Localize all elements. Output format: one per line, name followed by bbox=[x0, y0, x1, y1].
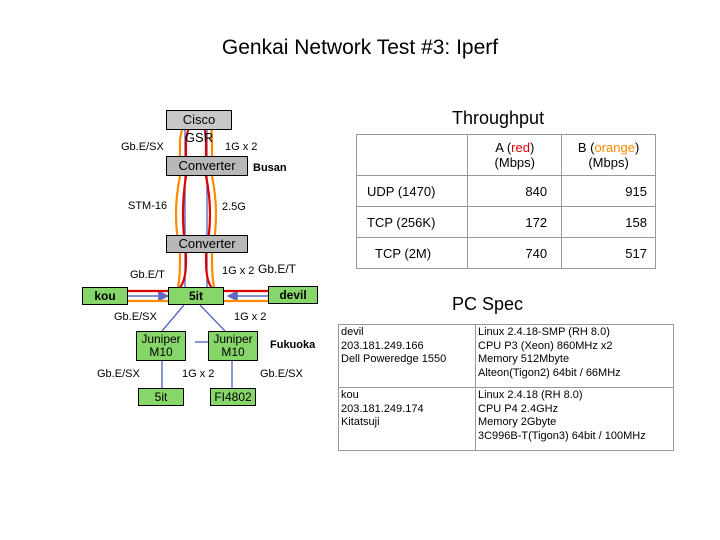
pc-spec-heading: PC Spec bbox=[452, 294, 524, 314]
fi4802-node: FI4802 bbox=[210, 388, 256, 406]
throughput-header-blank bbox=[355, 134, 469, 176]
gbesx-mid-label: Gb.E/SX bbox=[114, 311, 157, 323]
gbet-left-label: Gb.E/T bbox=[130, 269, 165, 281]
throughput-table: A (red) (Mbps) B (orange) (Mbps) UDP (14… bbox=[355, 134, 656, 269]
1gx2-mid-label: 1G x 2 bbox=[234, 311, 267, 323]
converter-top-node: Converter bbox=[166, 156, 248, 176]
kou-node: kou bbox=[82, 287, 128, 305]
throughput-row: TCP (2M) 740 517 bbox=[355, 237, 656, 269]
throughput-header-b: B (orange) (Mbps) bbox=[561, 134, 656, 176]
juniper-right-node: Juniper M10 bbox=[208, 331, 258, 361]
gbesx-top-label: Gb.E/SX bbox=[121, 141, 164, 153]
cisco-gsr-node: Cisco GSR bbox=[166, 110, 232, 145]
pc-host-cell: kou 203.181.249.174 Kitatsuji bbox=[338, 387, 476, 451]
juniper-left-node: Juniper M10 bbox=[136, 331, 186, 361]
2-5g-label: 2.5G bbox=[222, 201, 246, 213]
5it-mid-node: 5it bbox=[168, 287, 224, 305]
throughput-row: TCP (256K) 172 158 bbox=[355, 206, 656, 238]
1gx2-bottom-label: 1G x 2 bbox=[182, 368, 215, 380]
throughput-heading: Throughput bbox=[452, 108, 545, 128]
pc-host-cell: devil 203.181.249.166 Dell Poweredge 155… bbox=[338, 324, 476, 388]
5it-bottom-node: 5it bbox=[138, 388, 184, 406]
1gx2-top-label: 1G x 2 bbox=[225, 141, 258, 153]
throughput-header-row: A (red) (Mbps) B (orange) (Mbps) bbox=[355, 134, 656, 176]
throughput-row: UDP (1470) 840 915 bbox=[355, 175, 656, 207]
link-lines bbox=[128, 130, 268, 388]
pc-spec-cell: Linux 2.4.18-SMP (RH 8.0) CPU P3 (Xeon) … bbox=[475, 324, 674, 388]
throughput-header-a: A (red) (Mbps) bbox=[467, 134, 563, 176]
converter-bottom-node: Converter bbox=[166, 235, 248, 253]
fukuoka-label: Fukuoka bbox=[270, 339, 316, 351]
pc-spec-table: devil 203.181.249.166 Dell Poweredge 155… bbox=[338, 324, 674, 451]
pc-spec-cell: Linux 2.4.18 (RH 8.0) CPU P4 2.4GHz Memo… bbox=[475, 387, 674, 451]
gbet-right-label: Gb.E/T bbox=[258, 262, 297, 276]
gbesx-bottom-left-label: Gb.E/SX bbox=[97, 368, 140, 380]
busan-label: Busan bbox=[253, 162, 287, 174]
stm16-label: STM-16 bbox=[128, 200, 168, 212]
page-title: Genkai Network Test #3: Iperf bbox=[221, 36, 499, 59]
pc-spec-row: devil 203.181.249.166 Dell Poweredge 155… bbox=[338, 324, 674, 388]
pc-spec-row: kou 203.181.249.174 Kitatsuji Linux 2.4.… bbox=[338, 387, 674, 451]
devil-node: devil bbox=[268, 286, 318, 304]
1gx2-gbet-label: 1G x 2 bbox=[222, 265, 255, 277]
gbesx-bottom-right-label: Gb.E/SX bbox=[260, 368, 303, 380]
